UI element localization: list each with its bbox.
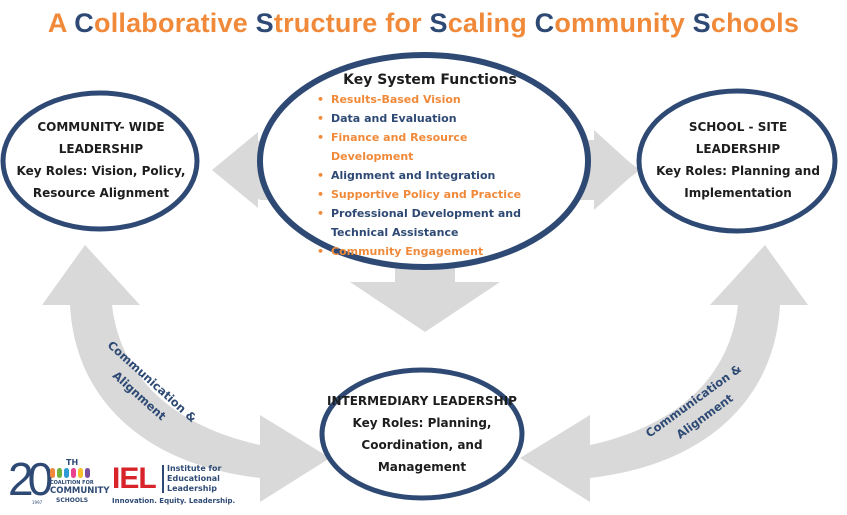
title-part: ommunity: [554, 8, 693, 38]
community-subheading: LEADERSHIP: [58, 142, 144, 156]
coalition-logo-years: 1997: [32, 500, 43, 505]
intermediary-heading: INTERMEDIARY LEADERSHIP: [327, 394, 517, 408]
key-function-item: Data and Evaluation: [315, 109, 545, 128]
intermediary-leadership-box: INTERMEDIARY LEADERSHIP Key Roles: Plann…: [326, 390, 518, 478]
arrow-to-school-head: [594, 130, 638, 210]
school-leadership-box: SCHOOL - SITE LEADERSHIP Key Roles: Plan…: [644, 116, 832, 204]
key-functions-list: Results-Based VisionData and EvaluationF…: [315, 90, 545, 261]
curved-arrow-left: [42, 245, 330, 502]
intermediary-roles-line3: Management: [377, 460, 467, 474]
coalition-logo: 20 TH COALITION FOR COMMUNITY SCHOOLS 19…: [8, 453, 110, 510]
iel-logo-line2: Educational: [167, 474, 220, 483]
school-roles-line2: Implementation: [684, 186, 792, 200]
key-function-item: Professional Development and Technical A…: [315, 204, 545, 242]
iel-logo: IEL Institute for Educational Leadership…: [112, 462, 236, 510]
diagram-title: A Collaborative Structure for Scaling Co…: [0, 8, 847, 39]
title-part: S: [255, 8, 274, 38]
title-part: C: [74, 8, 94, 38]
iel-logo-line3: Leadership: [167, 484, 217, 493]
title-part: ollaborative: [94, 8, 256, 38]
coalition-logo-line3: SCHOOLS: [56, 497, 89, 504]
school-subheading: LEADERSHIP: [695, 142, 781, 156]
people-icon: [50, 468, 94, 478]
school-heading: SCHOOL - SITE: [688, 120, 788, 134]
coalition-logo-line1: COALITION FOR: [50, 480, 94, 486]
key-function-item: Supportive Policy and Practice: [315, 185, 545, 204]
title-part: tructure for: [273, 8, 430, 38]
coalition-logo-number: 20: [8, 453, 53, 505]
title-part: C: [534, 8, 555, 38]
community-ellipse: [0, 90, 200, 232]
community-roles-line1: Key Roles: Vision, Policy,: [16, 164, 186, 178]
community-heading: COMMUNITY- WIDE: [37, 120, 165, 134]
title-part: chools: [710, 8, 800, 38]
school-ellipse: [636, 88, 838, 234]
iel-logo-mark: IEL: [112, 462, 157, 495]
iel-logo-line1: Institute for: [167, 464, 222, 473]
key-function-item: Alignment and Integration: [315, 166, 545, 185]
community-roles-line2: Resource Alignment: [32, 186, 170, 200]
iel-logo-divider: [162, 465, 164, 493]
key-functions-title: Key System Functions: [343, 72, 517, 88]
title-part: S: [692, 8, 711, 38]
iel-logo-tagline: Innovation. Equity. Leadership.: [112, 497, 236, 505]
school-roles-line1: Key Roles: Planning and: [656, 164, 820, 178]
intermediary-roles-line1: Key Roles: Planning,: [352, 416, 492, 430]
coalition-logo-superscript: TH: [66, 458, 79, 467]
title-part: caling: [447, 8, 535, 38]
title-part: S: [429, 8, 448, 38]
key-function-item: Community Engagement: [315, 242, 545, 261]
arrow-to-community-head: [212, 132, 258, 208]
key-function-item: Finance and Resource Development: [315, 128, 545, 166]
community-leadership-box: COMMUNITY- WIDE LEADERSHIP Key Roles: Vi…: [8, 116, 194, 204]
arrow-to-intermediary: [350, 268, 500, 332]
intermediary-ellipse: [319, 367, 525, 501]
curved-arrow-right: [520, 245, 808, 502]
title-part: A: [47, 8, 75, 38]
key-functions-box: Key System Functions Results-Based Visio…: [315, 72, 545, 261]
key-function-item: Results-Based Vision: [315, 90, 545, 109]
coalition-logo-line2: COMMUNITY: [50, 486, 110, 496]
intermediary-roles-line2: Coordination, and: [361, 438, 483, 452]
